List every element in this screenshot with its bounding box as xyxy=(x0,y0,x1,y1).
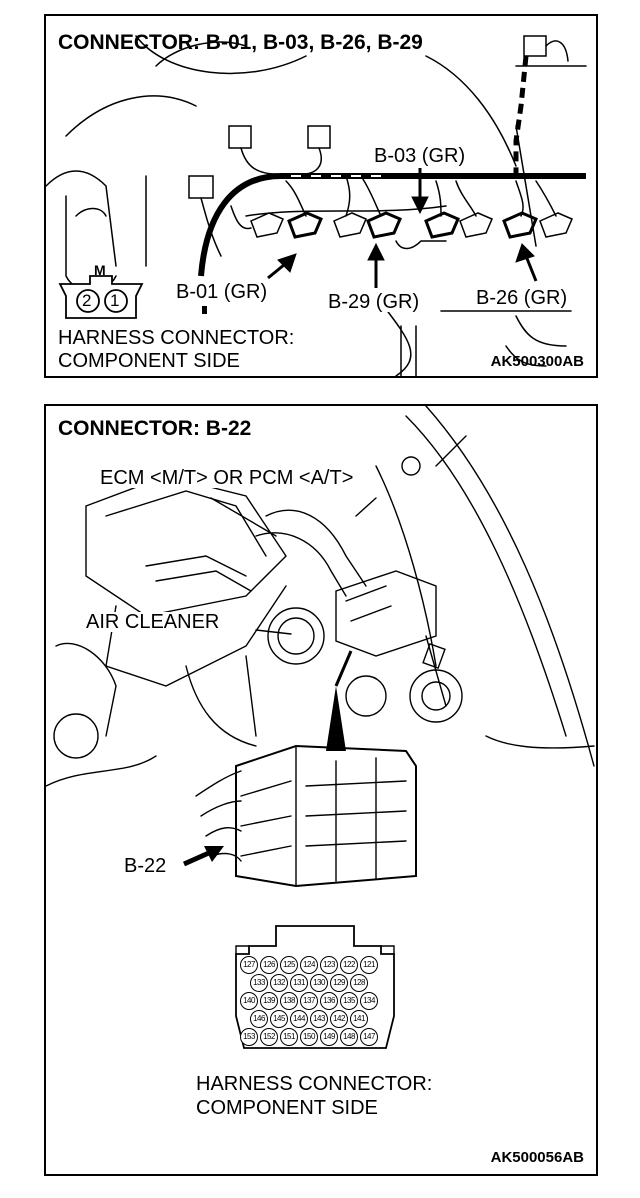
callout-b01: B-01 (GR) xyxy=(174,281,270,303)
pin-1: 1 xyxy=(110,291,120,310)
pin-134: 134 xyxy=(360,992,378,1010)
figure-code: AK500300AB xyxy=(490,353,584,370)
pin-136: 136 xyxy=(320,992,338,1010)
engine-bay-line-art-top xyxy=(46,35,587,376)
pin-137: 137 xyxy=(300,992,318,1010)
pin-142: 142 xyxy=(330,1010,348,1028)
figure-code: AK500056AB xyxy=(490,1149,584,1166)
pin-140: 140 xyxy=(240,992,258,1010)
pin-135: 135 xyxy=(340,992,358,1010)
pin-121: 121 xyxy=(360,956,378,974)
pin-127: 127 xyxy=(240,956,258,974)
pin-138: 138 xyxy=(280,992,298,1010)
pin-151: 151 xyxy=(280,1028,298,1046)
connector-diagram-panel-top: CONNECTOR: B-01, B-03, B-26, B-29 B-03 (… xyxy=(44,14,598,378)
caption-line-2: COMPONENT SIDE xyxy=(58,350,240,372)
caption-line-1: HARNESS CONNECTOR: xyxy=(196,1073,433,1095)
pin-2: 2 xyxy=(82,291,92,310)
pin-125: 125 xyxy=(280,956,298,974)
pin-143: 143 xyxy=(310,1010,328,1028)
callout-b03: B-03 (GR) xyxy=(372,145,468,167)
pin-131: 131 xyxy=(290,974,308,992)
caption-line-2: COMPONENT SIDE xyxy=(196,1097,378,1119)
pin-148: 148 xyxy=(340,1028,358,1046)
pin-141: 141 xyxy=(350,1010,368,1028)
caption-line-1: HARNESS CONNECTOR: xyxy=(58,327,295,349)
pin-153: 153 xyxy=(240,1028,258,1046)
pin-139: 139 xyxy=(260,992,278,1010)
panel-title: CONNECTOR: B-22 xyxy=(58,417,252,440)
pin-150: 150 xyxy=(300,1028,318,1046)
callout-b29: B-29 (GR) xyxy=(326,291,422,313)
callout-b22: B-22 xyxy=(124,855,167,877)
pin-146: 146 xyxy=(250,1010,268,1028)
engine-bay-line-art-bottom xyxy=(46,406,595,1049)
callout-ecm-pcm: ECM <M/T> OR PCM <A/T> xyxy=(98,467,356,489)
pin-124: 124 xyxy=(300,956,318,974)
pin-122: 122 xyxy=(340,956,358,974)
pin-152: 152 xyxy=(260,1028,278,1046)
connector-diagram-panel-bottom: CONNECTOR: B-22 ECM <M/T> OR PCM <A/T> A… xyxy=(44,404,598,1176)
pin-145: 145 xyxy=(270,1010,288,1028)
pin-149: 149 xyxy=(320,1028,338,1046)
pin-130: 130 xyxy=(310,974,328,992)
pin-123: 123 xyxy=(320,956,338,974)
pin-128: 128 xyxy=(350,974,368,992)
pin-132: 132 xyxy=(270,974,288,992)
connector-symbol-label: M xyxy=(94,262,106,278)
panel-title: CONNECTOR: B-01, B-03, B-26, B-29 xyxy=(58,31,423,54)
pin-147: 147 xyxy=(360,1028,378,1046)
callout-b26: B-26 (GR) xyxy=(474,287,570,309)
callout-air-cleaner: AIR CLEANER xyxy=(84,611,222,633)
pin-133: 133 xyxy=(250,974,268,992)
pin-144: 144 xyxy=(290,1010,308,1028)
pin-129: 129 xyxy=(330,974,348,992)
pin-126: 126 xyxy=(260,956,278,974)
